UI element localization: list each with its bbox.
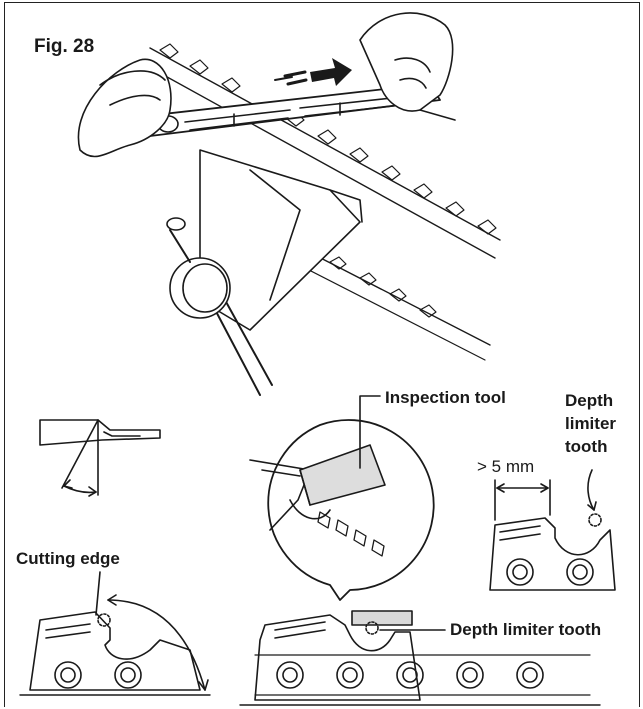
chain-bar-upper xyxy=(139,43,501,259)
cutting-edge-label: Cutting edge xyxy=(16,549,120,568)
depth-label-line1: Depth xyxy=(565,391,614,410)
magnifier-bubble-icon xyxy=(249,419,435,601)
tooth-angle-detail xyxy=(39,419,161,497)
hand-icon xyxy=(77,12,456,158)
chain-link-icon xyxy=(239,610,601,706)
inspection-tool-label: Inspection tool xyxy=(385,388,506,407)
depth-gauge-tooth xyxy=(489,469,616,591)
vise-icon xyxy=(166,149,363,396)
figure-frame xyxy=(4,2,640,707)
depth-limiter-tooth-label: Depth limiter tooth xyxy=(450,620,602,639)
inspection-tool-leader xyxy=(359,395,381,469)
cutting-edge-tooth xyxy=(19,571,211,696)
depth-label-line2: limiter xyxy=(565,414,617,433)
gauge-distance-label: > 5 mm xyxy=(477,457,535,476)
figure-title: Fig. 28 xyxy=(34,36,95,57)
depth-limiter-tooth-label-stacked: Depth limiter tooth xyxy=(565,389,616,458)
depth-label-line3: tooth xyxy=(565,437,608,456)
motion-arrow-icon xyxy=(274,58,352,86)
